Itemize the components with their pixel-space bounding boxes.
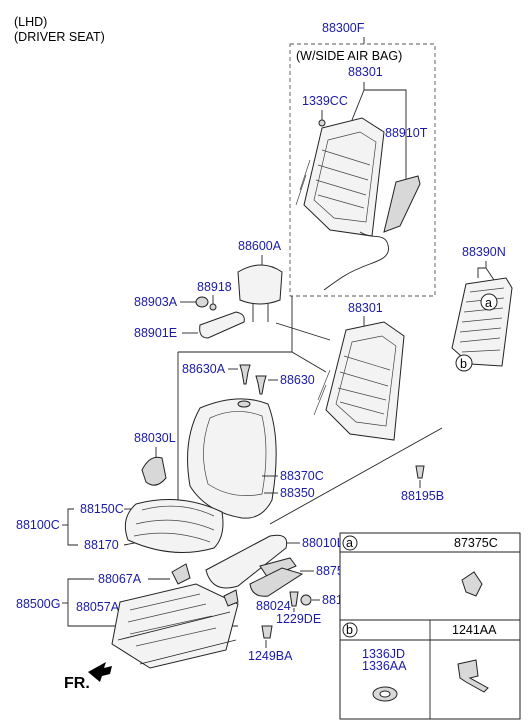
label-88600A[interactable]: 88600A xyxy=(238,239,282,253)
label-1339CC[interactable]: 1339CC xyxy=(302,94,348,108)
seat-frame-track xyxy=(111,583,239,669)
seat-back-cushion xyxy=(187,398,277,519)
seat-cushion xyxy=(124,499,224,553)
callout-a-circle xyxy=(480,293,498,311)
label-88910T[interactable]: 88910T xyxy=(385,126,428,140)
guide-88630 xyxy=(255,375,267,395)
label-88010L[interactable]: 88010L xyxy=(302,536,344,550)
label-1229DE[interactable]: 1229DE xyxy=(276,612,321,626)
label-88350[interactable]: 88350 xyxy=(280,486,315,500)
label-88903A[interactable]: 88903A xyxy=(134,295,178,309)
label-88301-mid[interactable]: 88301 xyxy=(348,301,383,315)
seat-back-panel xyxy=(451,277,513,367)
airbag-option-box xyxy=(289,43,436,297)
label-88170[interactable]: 88170 xyxy=(84,538,119,552)
label-88500G[interactable]: 88500G xyxy=(16,597,60,611)
side-shield-88010L xyxy=(205,534,288,589)
header-driver-seat: (DRIVER SEAT) xyxy=(14,30,105,44)
seat-back-frame-mid xyxy=(313,321,405,441)
small-bracket xyxy=(223,589,239,607)
guide-88630A xyxy=(239,364,251,385)
lever-88751B xyxy=(249,567,304,597)
bolt-1249BA xyxy=(261,625,273,639)
callout-b-circle xyxy=(455,354,473,372)
legend-b-code[interactable]: 1241AA xyxy=(452,623,497,637)
legend-a-letter: a xyxy=(346,536,353,550)
label-88057A[interactable]: 88057A xyxy=(76,600,120,614)
front-marker: FR. xyxy=(64,675,90,692)
label-1249BA[interactable]: 1249BA xyxy=(248,649,293,663)
cap-88903A xyxy=(195,296,209,308)
legend-b-sub1[interactable]: 1336JD xyxy=(362,647,405,661)
legend-b-sub2[interactable]: 1336AA xyxy=(362,659,407,673)
header-lhd: (LHD) xyxy=(14,15,47,29)
legend-a-circle xyxy=(342,535,358,551)
airbag-note: (W/SIDE AIR BAG) xyxy=(296,49,402,63)
screw-1241AA xyxy=(457,659,489,693)
label-88067A[interactable]: 88067A xyxy=(98,572,142,586)
screw-88918 xyxy=(209,303,217,311)
label-88024[interactable]: 88024 xyxy=(256,599,291,613)
leader-88301-top xyxy=(363,82,407,180)
label-88901E[interactable]: 88901E xyxy=(134,326,177,340)
callout-b: b xyxy=(460,357,467,371)
legend-b-circle xyxy=(342,622,358,638)
recliner-handle-88901E xyxy=(199,311,245,339)
label-88390N[interactable]: 88390N xyxy=(462,245,506,259)
side-cover-88030L xyxy=(141,456,167,486)
label-88301-top[interactable]: 88301 xyxy=(348,65,383,79)
bolt-88195B xyxy=(415,465,425,479)
label-88630[interactable]: 88630 xyxy=(280,373,315,387)
label-88150C[interactable]: 88150C xyxy=(80,502,124,516)
screw-1229DE xyxy=(289,591,299,607)
cap-88183B xyxy=(300,594,312,606)
clip-87375C xyxy=(461,571,483,597)
label-88918[interactable]: 88918 xyxy=(197,280,232,294)
bracket-88067A xyxy=(171,563,191,585)
legend-b-letter: b xyxy=(346,623,353,637)
label-88300F[interactable]: 88300F xyxy=(322,21,365,35)
airbag-wire xyxy=(323,231,389,291)
legend-table xyxy=(339,532,521,720)
headrest xyxy=(237,264,283,322)
legend-a-code[interactable]: 87375C xyxy=(454,536,498,550)
label-88195B[interactable]: 88195B xyxy=(401,489,444,503)
seat-back-frame-top xyxy=(295,117,385,237)
label-88370C[interactable]: 88370C xyxy=(280,469,324,483)
switch-knob xyxy=(259,557,297,579)
front-arrow-icon xyxy=(88,662,112,682)
callout-a: a xyxy=(485,296,492,310)
label-88630A[interactable]: 88630A xyxy=(182,362,226,376)
label-88030L[interactable]: 88030L xyxy=(134,431,176,445)
bolt-1339CC xyxy=(318,119,326,127)
airbag-module xyxy=(383,175,421,233)
label-88100C[interactable]: 88100C xyxy=(16,518,60,532)
